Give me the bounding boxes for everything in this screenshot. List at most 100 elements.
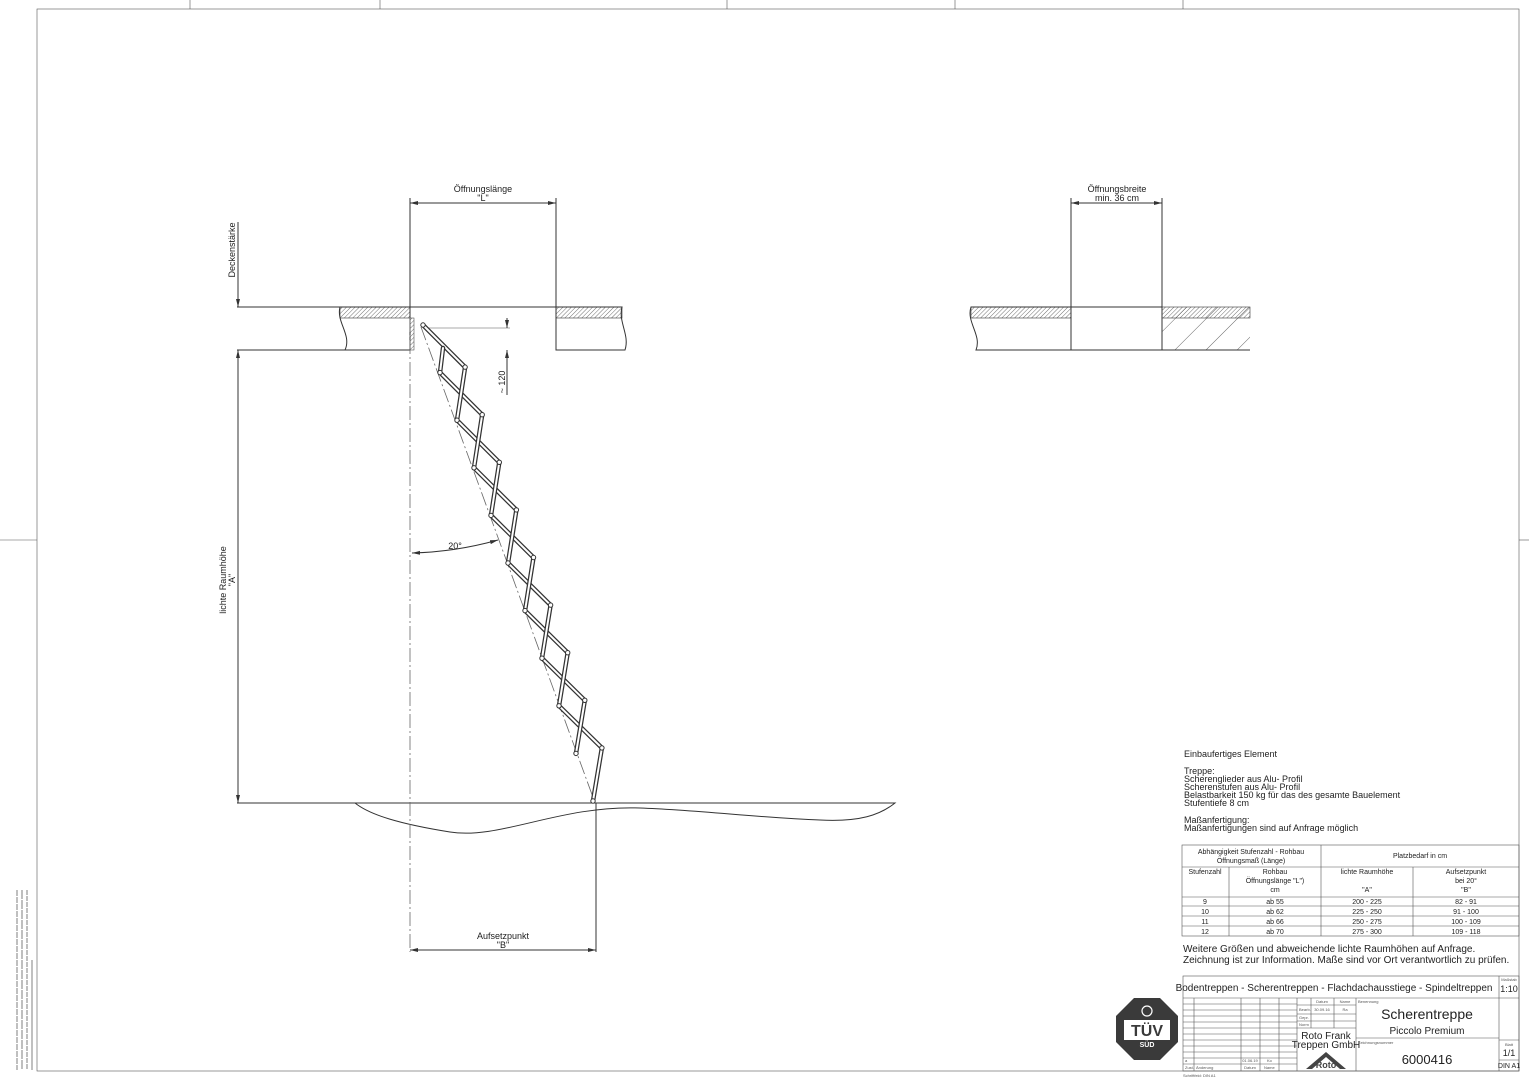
note-line: Scherenglieder aus Alu- Profil — [1184, 774, 1303, 784]
ceiling-thickness-label: Deckenstärke — [227, 222, 237, 277]
table-header: "A" — [1362, 887, 1372, 894]
drawing-title: Scherentreppe — [1381, 1006, 1473, 1022]
dimension-table: Abhängigkeit Stufenzahl - Rohbau Öffnung… — [1181, 844, 1520, 937]
scissor-link-inner — [575, 699, 586, 755]
note-line: Maßanfertigung: — [1184, 815, 1250, 825]
note-line: Maßanfertigungen sind auf Anfrage möglic… — [1184, 823, 1358, 833]
pivot-joint — [556, 703, 562, 709]
table-cell: 10 — [1201, 909, 1209, 916]
scale: 1:10 — [1500, 984, 1518, 994]
tuev-sued-logo: TÜV SÜD — [1116, 998, 1178, 1060]
table-header: Stufenzahl — [1188, 869, 1222, 876]
table-cell: 275 - 300 — [1352, 929, 1382, 936]
angle-arc — [411, 539, 499, 555]
svg-text:01.06.19: 01.06.19 — [1242, 1058, 1258, 1063]
angle-label: 20° — [448, 541, 462, 551]
scissor-link-inner — [456, 366, 467, 422]
ceiling-slab-right — [555, 306, 627, 351]
pivot-joint — [530, 554, 537, 561]
note-line: Scherenstufen aus Alu- Profil — [1184, 782, 1300, 792]
svg-text:Zeichnungsnummer: Zeichnungsnummer — [1358, 1040, 1394, 1045]
svg-text:Ko: Ko — [1267, 1058, 1273, 1063]
pivot-joint — [420, 322, 426, 328]
table-row: 11 ab 66 250 - 275 100 - 109 — [1201, 919, 1481, 926]
scissor-link-inner — [490, 461, 501, 517]
table-row: 9 ab 55 200 - 225 82 - 91 — [1203, 899, 1477, 906]
table-group-header: Öffnungsmaß (Länge) — [1217, 857, 1285, 865]
opening-length-label: Öffnungslänge — [454, 184, 512, 194]
svg-text:Name: Name — [1264, 1065, 1275, 1070]
svg-text:Ra: Ra — [1342, 1007, 1348, 1012]
pivot-joint — [454, 417, 460, 423]
svg-text:Bearb.: Bearb. — [1299, 1007, 1311, 1012]
pivot-joint — [582, 697, 588, 703]
side-view: Öffnungslänge "L" Deckenstärke lichte Ra… — [218, 184, 897, 952]
svg-text:Roto: Roto — [1316, 1060, 1337, 1070]
table-cell: 12 — [1201, 929, 1209, 936]
table-cell: ab 62 — [1266, 909, 1284, 916]
scissor-link-inner — [473, 413, 484, 469]
pivot-joint — [590, 798, 596, 804]
scissor-ladder — [420, 322, 605, 804]
table-cell: 200 - 225 — [1352, 899, 1382, 906]
clearance-label: ~ 120 — [497, 371, 507, 394]
table-cell: 250 - 275 — [1352, 919, 1382, 926]
table-group-header: Platzbedarf in cm — [1393, 853, 1447, 860]
pivot-joint — [505, 560, 511, 566]
ceiling-slab-left — [338, 306, 411, 351]
scissor-link-inner — [592, 746, 603, 802]
svg-text:30.09.16: 30.09.16 — [1314, 1007, 1330, 1012]
table-cell: ab 70 — [1266, 929, 1284, 936]
pivot-joint — [547, 602, 554, 608]
table-header: lichte Raumhöhe — [1341, 869, 1394, 876]
svg-text:Maßstab: Maßstab — [1501, 977, 1517, 982]
margin-fine-print — [16, 890, 33, 1070]
scissor-link-inner — [439, 347, 444, 374]
svg-text:Blatt: Blatt — [1505, 1042, 1514, 1047]
table-cell: 82 - 91 — [1455, 899, 1477, 906]
table-cell: 91 - 100 — [1453, 909, 1479, 916]
pivot-joint — [573, 750, 579, 757]
table-header: cm — [1270, 887, 1280, 894]
product-range: Bodentreppen - Scherentreppen - Flachdac… — [1176, 983, 1493, 994]
landing-point-symbol: "B" — [497, 940, 509, 950]
note-line: Stufentiefe 8 cm — [1184, 798, 1249, 808]
svg-text:Schriftfeld: DIN A1: Schriftfeld: DIN A1 — [1183, 1073, 1216, 1078]
scissor-link-inner — [541, 604, 552, 660]
table-cell: 11 — [1201, 919, 1208, 926]
pivot-joint — [599, 745, 605, 751]
table-group-header: Abhängigkeit Stufenzahl - Rohbau — [1198, 849, 1304, 856]
svg-text:Norm: Norm — [1299, 1022, 1309, 1027]
note-line: Treppe: — [1184, 766, 1215, 776]
svg-text:Datum: Datum — [1316, 999, 1328, 1004]
table-cell: 9 — [1203, 899, 1207, 906]
footnote: Zeichnung ist zur Information. Maße sind… — [1183, 955, 1509, 966]
table-cell: ab 55 — [1266, 899, 1284, 906]
table-cell: ab 66 — [1266, 919, 1284, 926]
scissor-link-inner — [507, 508, 518, 564]
room-height-symbol: "A" — [227, 574, 237, 586]
svg-text:Zust.: Zust. — [1185, 1065, 1194, 1070]
roto-logo: Roto — [1306, 1052, 1346, 1070]
svg-text:Änderung: Änderung — [1196, 1065, 1213, 1070]
notes-block: Einbaufertiges Element Treppe: Scherengl… — [1184, 749, 1401, 833]
table-header: "B" — [1461, 887, 1471, 894]
svg-text:SÜD: SÜD — [1140, 1040, 1155, 1049]
table-header: bei 20° — [1455, 877, 1477, 885]
pivot-joint — [479, 412, 485, 418]
room-height-label: lichte Raumhöhe — [218, 546, 228, 614]
pivot-joint — [462, 364, 468, 370]
table-cell: 100 - 109 — [1451, 919, 1481, 926]
drawing-number: 6000416 — [1402, 1052, 1453, 1067]
svg-text:TÜV: TÜV — [1131, 1021, 1163, 1040]
pivot-joint — [471, 465, 477, 471]
table-header: Öffnungslänge "L") — [1246, 877, 1305, 885]
table-header: Rohbau — [1263, 869, 1288, 876]
opening-width-value: min. 36 cm — [1095, 193, 1139, 203]
svg-text:Name: Name — [1340, 999, 1351, 1004]
drawing-subtitle: Piccolo Premium — [1389, 1026, 1464, 1037]
svg-text:Benennung: Benennung — [1358, 999, 1378, 1004]
